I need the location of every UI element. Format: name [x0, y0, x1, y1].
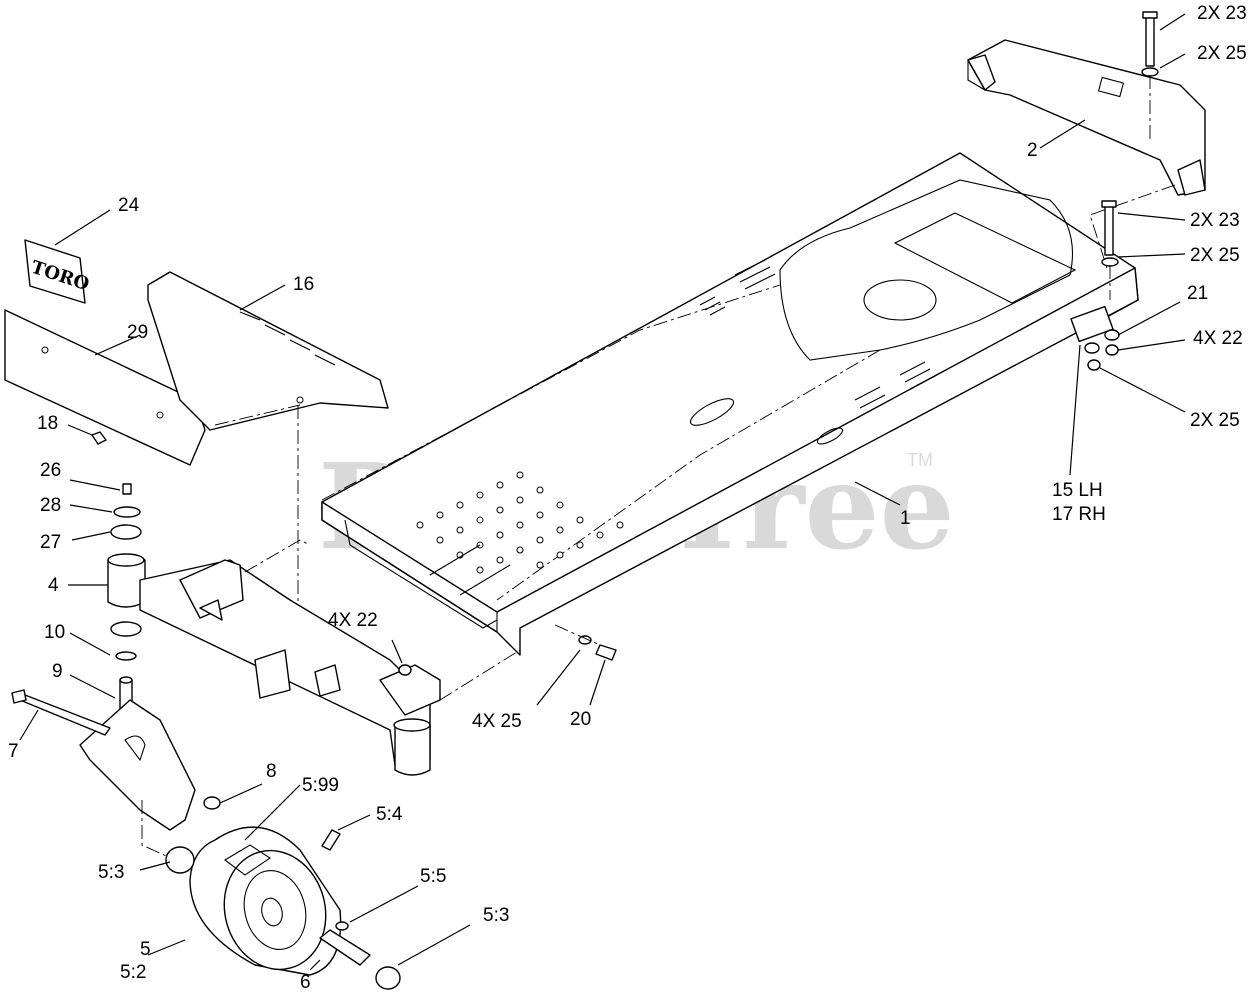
front-axle	[107, 539, 521, 776]
callout-20: 20	[570, 709, 591, 730]
callout-8: 8	[266, 761, 277, 782]
callout-2x23-top: 2X 23	[1197, 3, 1247, 24]
callout-5-5: 5:5	[420, 866, 446, 887]
callouts: 2X 23 2X 25 2 24 16 29 2X 23 2X 25 21 4X…	[8, 3, 1247, 993]
callout-18: 18	[37, 413, 58, 434]
bolts-2x23	[1101, 11, 1159, 300]
callout-5-2: 5:2	[120, 962, 146, 983]
callout-2x25-top: 2X 25	[1197, 43, 1247, 64]
rear-bracket	[967, 39, 1206, 269]
callout-2x25-right: 2X 25	[1190, 410, 1240, 431]
callout-4x22-right: 4X 22	[1193, 328, 1243, 349]
callout-5-99: 5:99	[302, 775, 339, 796]
callout-5-4: 5:4	[376, 804, 403, 825]
callout-5: 5	[140, 939, 151, 960]
spindle-hardware	[110, 483, 142, 661]
leader-lines	[19, 13, 1186, 971]
callout-27: 27	[40, 532, 61, 553]
callout-2: 2	[1027, 140, 1038, 161]
watermark-tm: TM	[907, 450, 933, 470]
callout-17-rh: 17 RH	[1052, 504, 1106, 525]
callout-26: 26	[40, 460, 61, 481]
front-shield	[147, 271, 389, 680]
toro-logo-decal: TORO	[24, 239, 92, 304]
callout-5-3-right: 5:3	[483, 905, 509, 926]
callout-6: 6	[300, 972, 311, 993]
main-frame	[321, 152, 1139, 656]
callout-15-lh: 15 LH	[1052, 480, 1103, 501]
callout-29: 29	[127, 322, 148, 343]
callout-21: 21	[1187, 283, 1208, 304]
callout-2x25-mid: 2X 25	[1190, 245, 1240, 266]
callout-24: 24	[118, 195, 140, 216]
callout-2x23-mid: 2X 23	[1190, 210, 1240, 231]
caster-fork	[11, 676, 221, 861]
callout-7: 7	[8, 741, 19, 762]
callout-9: 9	[52, 661, 63, 682]
front-plate	[4, 309, 206, 466]
callout-4: 4	[48, 575, 59, 596]
callout-4x25: 4X 25	[472, 711, 522, 732]
frame-holes	[416, 471, 624, 574]
callout-28: 28	[40, 495, 61, 516]
callout-4x22-left: 4X 22	[328, 610, 378, 631]
callout-16: 16	[293, 274, 314, 295]
callout-10: 10	[44, 622, 65, 643]
front-wheel	[165, 826, 401, 990]
callout-1: 1	[900, 508, 911, 529]
callout-5-3-left: 5:3	[98, 862, 124, 883]
misc-hardware	[398, 624, 617, 676]
